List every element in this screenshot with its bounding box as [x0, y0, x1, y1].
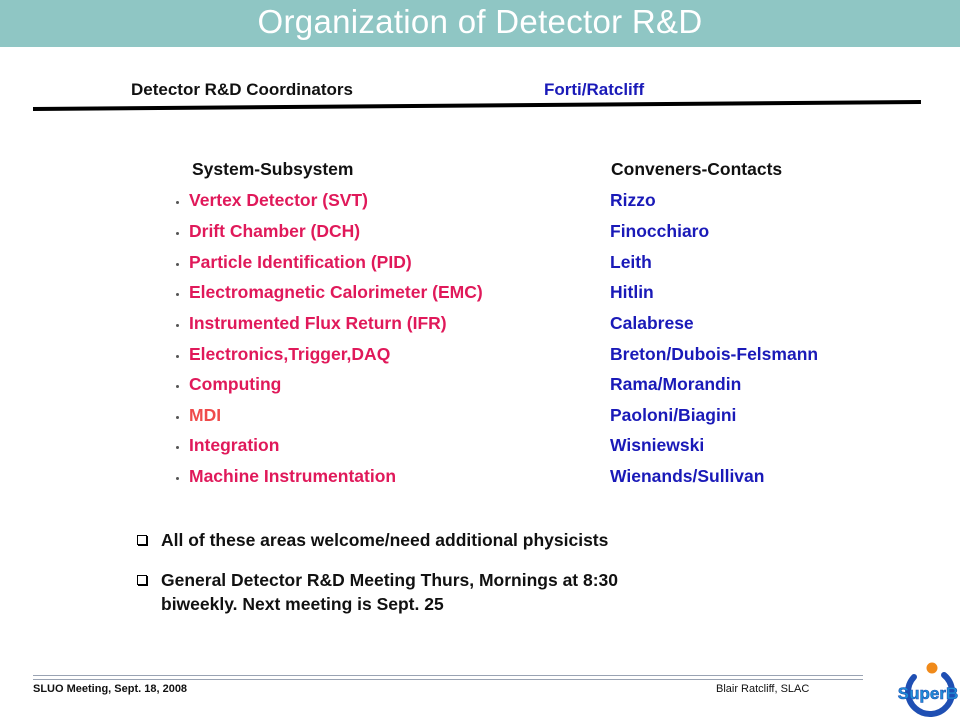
table-row: Instrumented Flux Return (IFR) Calabrese [0, 313, 960, 343]
bullet-icon [176, 355, 179, 358]
subsystem-name: Computing [189, 374, 282, 394]
note-line: All of these areas welcome/need addition… [161, 530, 609, 550]
column-header-contacts: Conveners-Contacts [611, 159, 783, 179]
bullet-icon [176, 416, 179, 419]
table-row: Vertex Detector (SVT) Rizzo [0, 190, 960, 220]
bullet-icon [176, 385, 179, 388]
footer-author: Blair Ratcliff, SLAC [716, 683, 810, 695]
header-rule [32, 100, 921, 111]
column-header-subsystem: System-Subsystem [192, 159, 354, 179]
coordinators-value: Forti/Ratcliff [544, 80, 645, 99]
table-row: Drift Chamber (DCH) Finocchiaro [0, 221, 960, 251]
superb-logo: SuperB [897, 661, 959, 718]
table-row: Machine Instrumentation Wienands/Sulliva… [0, 466, 960, 496]
note-text: All of these areas welcome/need addition… [161, 528, 608, 552]
subsystem-name: Integration [189, 435, 280, 455]
contact-name: Rama/Morandin [610, 374, 742, 394]
contact-name: Breton/Dubois-Felsmann [610, 344, 819, 364]
subsystem-name: Drift Chamber (DCH) [189, 221, 361, 241]
bullet-icon [176, 477, 179, 480]
checkbox-bullet-icon [137, 535, 147, 545]
table-row: Electromagnetic Calorimeter (EMC) Hitlin [0, 282, 960, 312]
contact-name: Wisniewski [610, 435, 705, 455]
table-row: Integration Wisniewski [0, 435, 960, 465]
footer-divider [33, 675, 863, 676]
footer-divider [33, 679, 863, 680]
subsystem-name: Vertex Detector (SVT) [189, 190, 368, 210]
subsystem-name: Electronics,Trigger,DAQ [189, 344, 391, 364]
bullet-icon [176, 324, 179, 327]
note-line: General Detector R&D Meeting Thurs, Morn… [161, 570, 619, 590]
subsystem-name: Particle Identification (PID) [189, 252, 412, 272]
bullet-icon [176, 446, 179, 449]
coordinators-label: Detector R&D Coordinators [131, 80, 353, 99]
subsystem-name: Electromagnetic Calorimeter (EMC) [189, 282, 483, 302]
table-row: Electronics,Trigger,DAQ Breton/Dubois-Fe… [0, 344, 960, 374]
table-row: Particle Identification (PID) Leith [0, 252, 960, 282]
logo-text: SuperB [898, 684, 958, 703]
bullet-icon [176, 293, 179, 296]
title-bar [0, 0, 960, 47]
contact-name: Rizzo [610, 190, 656, 210]
contact-name: Wienands/Sullivan [610, 466, 765, 486]
bullet-icon [176, 201, 179, 204]
contact-name: Hitlin [610, 282, 654, 302]
table-row: Computing Rama/Morandin [0, 374, 960, 404]
contact-name: Paoloni/Biagini [610, 405, 737, 425]
note-text: General Detector R&D Meeting Thurs, Morn… [161, 568, 618, 616]
slide-title: Organization of Detector R&D [257, 3, 703, 40]
footer-event: SLUO Meeting, Sept. 18, 2008 [33, 683, 188, 695]
table-row: MDI Paoloni/Biagini [0, 405, 960, 435]
contact-name: Finocchiaro [610, 221, 710, 241]
note-line: biweekly. Next meeting is Sept. 25 [161, 594, 444, 614]
contact-name: Calabrese [610, 313, 694, 333]
subsystem-name: Instrumented Flux Return (IFR) [189, 313, 447, 333]
bullet-icon [176, 263, 179, 266]
contact-name: Leith [610, 252, 652, 272]
subsystem-name: MDI [189, 405, 222, 425]
checkbox-bullet-icon [137, 575, 147, 585]
subsystem-name: Machine Instrumentation [189, 466, 397, 486]
bullet-icon [176, 232, 179, 235]
